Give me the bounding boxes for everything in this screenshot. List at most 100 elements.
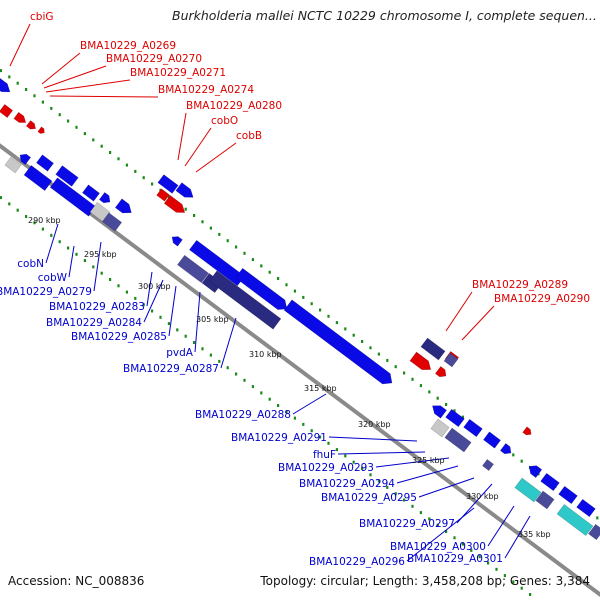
tick-dot <box>377 352 380 356</box>
tick-dot <box>109 151 112 154</box>
gene-feature-shape <box>499 443 512 455</box>
gene-feature <box>409 351 432 371</box>
gene-feature-shape <box>409 351 432 371</box>
gene-feature <box>177 254 209 284</box>
tick-dot <box>125 290 128 294</box>
tick-dot <box>495 567 498 571</box>
tick-dot <box>134 169 137 173</box>
reverse-gene-label: cobW <box>38 272 68 284</box>
tick-dot <box>403 498 406 502</box>
tick-dot <box>344 327 347 331</box>
gene-feature-shape <box>175 182 194 198</box>
tick-dot <box>193 214 196 217</box>
leader-line <box>220 317 237 369</box>
gene-feature-shape <box>432 405 447 419</box>
tick-dot <box>151 182 154 186</box>
tick-dot <box>302 422 305 426</box>
scale-label: 320 kbp <box>358 420 391 429</box>
gene-feature <box>576 498 596 518</box>
tick-dot <box>16 208 19 212</box>
gene-feature <box>558 485 578 505</box>
tick-dot <box>319 435 322 439</box>
gene-feature-shape <box>23 165 53 191</box>
gene-feature-shape <box>434 366 447 378</box>
tick-dot <box>16 81 19 85</box>
tick-dot <box>8 75 11 79</box>
reverse-gene-label: cobN <box>17 258 44 270</box>
tick-dot <box>327 314 330 318</box>
gene-feature <box>0 104 14 118</box>
tick-dot <box>335 321 338 325</box>
accession-text: Accession: NC_008836 <box>8 574 145 588</box>
tick-dot <box>176 328 179 332</box>
tick-dot <box>201 347 204 351</box>
tick-dot <box>58 113 61 117</box>
leader-line <box>41 52 81 85</box>
tick-dot <box>41 100 44 104</box>
leader-line <box>375 457 450 468</box>
tick-dot <box>8 202 11 206</box>
gene-feature <box>55 165 79 187</box>
gene-feature <box>49 177 97 217</box>
tick-dot <box>251 258 254 262</box>
gene-feature <box>235 267 288 310</box>
gene-feature-shape <box>540 472 560 492</box>
tick-dot <box>218 232 221 236</box>
tick-dot <box>142 176 145 180</box>
tick-dot <box>277 404 280 407</box>
tick-dot <box>302 295 305 299</box>
forward-gene-label: BMA10229_A0280 <box>186 100 282 112</box>
gene-feature <box>37 126 45 134</box>
gene-feature-shape <box>98 192 111 204</box>
gene-feature-shape <box>528 465 543 478</box>
forward-gene-label: BMA10229_A0269 <box>80 40 176 52</box>
reverse-gene-label: BMA10229_A0284 <box>46 317 142 329</box>
tick-dot <box>369 346 372 350</box>
gene-feature <box>514 477 542 503</box>
tick-dot <box>100 144 103 148</box>
gene-feature <box>420 337 446 361</box>
tick-dot <box>512 453 515 457</box>
gene-feature <box>114 198 132 214</box>
leader-line <box>177 112 187 161</box>
tick-dot <box>419 511 422 515</box>
gene-feature <box>432 405 447 419</box>
gene-feature-shape <box>0 104 14 118</box>
tick-dot <box>41 227 44 231</box>
reverse-gene-label: BMA10229_A0297 <box>359 518 455 530</box>
gene-feature-shape <box>558 485 578 505</box>
tick-dot <box>335 448 338 452</box>
tick-dot <box>277 277 280 280</box>
tick-dot <box>184 207 187 211</box>
tick-dot <box>67 119 70 123</box>
tick-dot <box>109 278 112 281</box>
forward-gene-label: BMA10229_A0289 <box>472 279 568 291</box>
tick-dot <box>67 246 70 250</box>
gene-feature-shape <box>177 254 209 284</box>
tick-dot <box>394 365 397 369</box>
tick-dot <box>209 353 212 357</box>
tick-dot <box>310 429 313 433</box>
tick-dot <box>445 530 448 533</box>
tick-dot <box>33 94 36 98</box>
tick-dot <box>428 390 431 394</box>
tick-dot <box>226 366 229 370</box>
tick-dot <box>596 516 599 520</box>
gene-feature-shape <box>55 165 79 187</box>
map-title: Burkholderia mallei NCTC 10229 chromosom… <box>172 8 597 23</box>
scale-label: 310 kbp <box>249 350 282 359</box>
leader-line <box>418 477 475 498</box>
gene-feature <box>445 408 465 428</box>
tick-dot <box>377 479 380 483</box>
leader-line <box>194 291 201 353</box>
gene-feature-shape <box>576 498 596 518</box>
gene-feature-shape <box>482 459 494 471</box>
gene-feature <box>175 182 194 198</box>
gene-feature <box>540 472 560 492</box>
tick-dot <box>100 271 103 275</box>
reverse-gene-label: BMA10229_A0291 <box>231 432 327 444</box>
gene-feature <box>463 418 483 438</box>
tick-dot <box>75 125 78 129</box>
tick-dot <box>394 492 397 496</box>
